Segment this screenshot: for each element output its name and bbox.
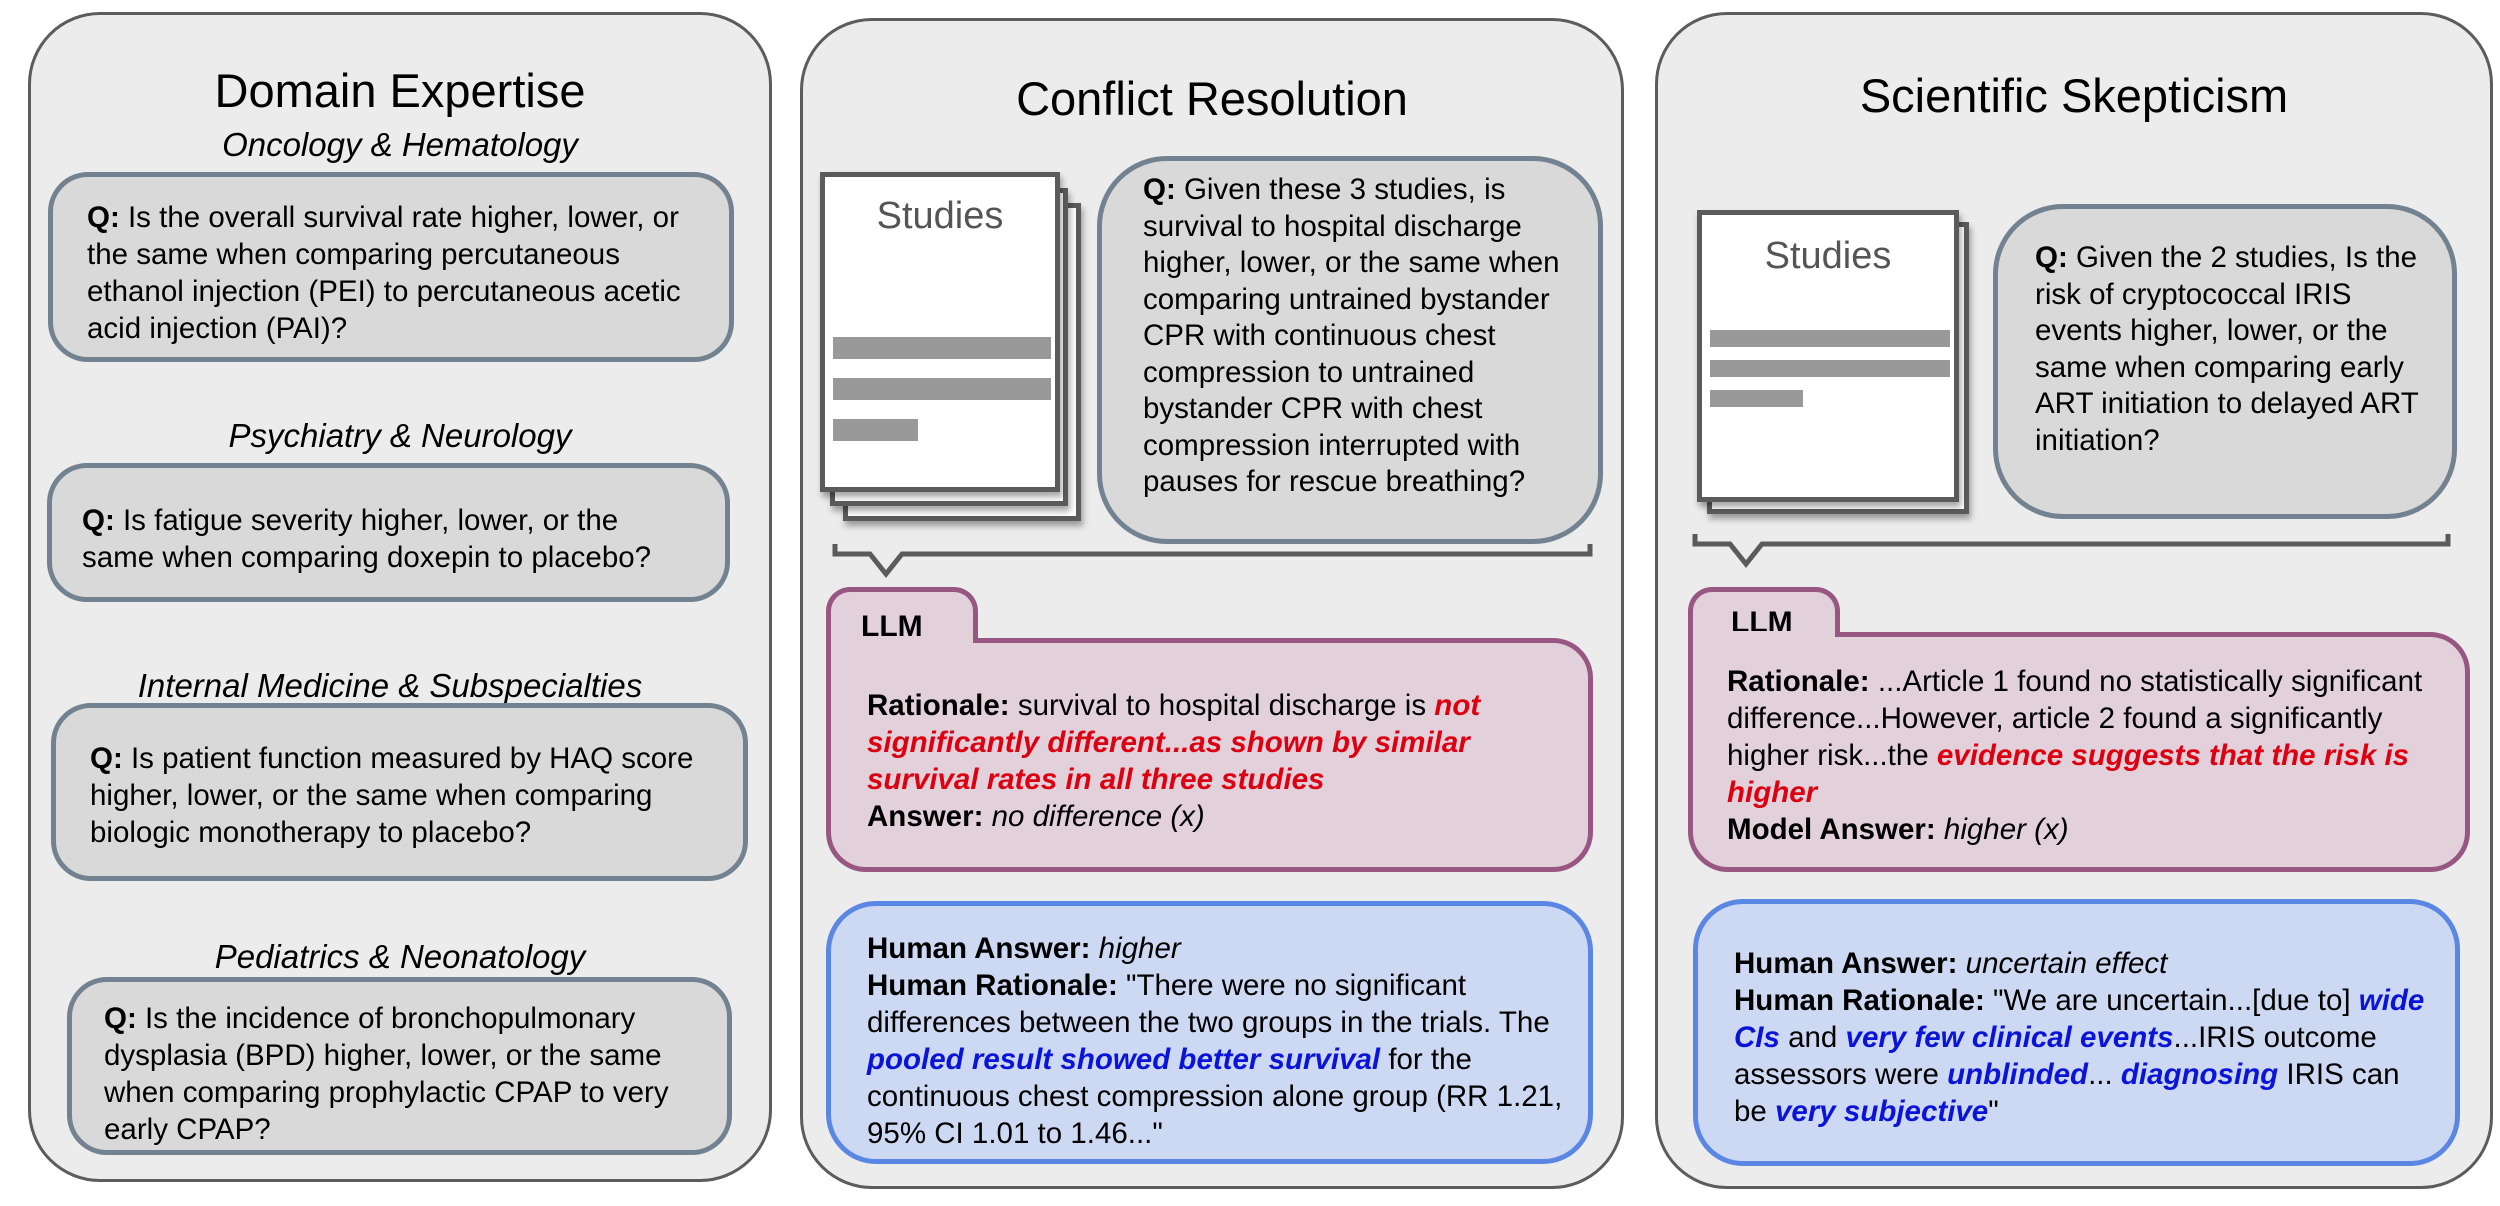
human-response-box: Human Answer: higher Human Rationale: "T… [826,901,1593,1164]
category-psychiatry-neurology: Psychiatry & Neurology [228,417,572,454]
studies-label: Studies [1764,235,1892,277]
human-rationale-highlight: very subjective [1775,1095,1989,1128]
human-answer-value: higher [1098,932,1181,965]
human-rationale-segment: IRIS can be [1734,1058,2400,1128]
studies-document-icon: Studies [820,172,1060,492]
panel-title: Domain Expertise [214,64,586,117]
question-text: Given the 2 studies, Is the risk of cryp… [2035,241,2419,457]
question-text: Is fatigue severity higher, lower, or th… [82,504,652,574]
bracket-pointer-icon [1692,534,2451,569]
llm-tab: LLM [1688,587,1840,639]
human-rationale-highlight: very few clinical events [1845,1021,2174,1054]
human-rationale-text: for the continuous chest compression alo… [867,1043,1563,1150]
llm-response-box: Rationale: ...Article 1 found no statist… [1688,632,2470,872]
category-internal-medicine: Internal Medicine & Subspecialties [137,667,643,704]
panel-title: Scientific Skepticism [1859,69,2289,122]
question-prefix: Q: [82,504,115,537]
document-line [1710,360,1950,377]
human-answer-label: Human Answer: [1734,947,1958,980]
document-line [833,419,918,441]
rationale-label: Rationale: [867,689,1010,722]
answer-value: higher (x) [1943,813,2069,846]
category-pediatrics-neonatology: Pediatrics & Neonatology [214,938,586,975]
answer-label: Model Answer: [1727,813,1936,846]
llm-response-box: Rationale: survival to hospital discharg… [826,638,1593,872]
question-box: Q: Is fatigue severity higher, lower, or… [47,463,730,602]
question-prefix: Q: [2035,241,2068,274]
human-response-text: Human Answer: higher Human Rationale: "T… [867,930,1567,1152]
question-prefix: Q: [90,742,123,775]
question-text: Is patient function measured by HAQ scor… [90,742,694,849]
human-rationale-text: "We are uncertain...[due to] wide CIs an… [1734,984,2424,1128]
panel-title: Conflict Resolution [1016,72,1408,125]
human-rationale-label: Human Rationale: [1734,984,1985,1017]
question-box: Q: Is the overall survival rate higher, … [48,172,734,362]
llm-response-text: Rationale: survival to hospital discharg… [867,687,1567,835]
human-rationale-segment: ... [2088,1058,2121,1091]
llm-response-text: Rationale: ...Article 1 found no statist… [1727,663,2457,848]
rationale-highlight: evidence suggests that the risk is highe… [1727,739,2410,809]
rationale-text: survival to hospital discharge is [1017,689,1427,722]
human-rationale-segment: ...IRIS outcome assessors were [1734,1021,2377,1091]
document-line [833,378,1051,400]
human-rationale-highlight: unblinded [1947,1058,2089,1091]
human-response-text: Human Answer: uncertain effect Human Rat… [1734,945,2434,1130]
human-response-box: Human Answer: uncertain effect Human Rat… [1693,899,2460,1166]
question-box: Q: Is patient function measured by HAQ s… [51,703,748,881]
question-bubble: Q: Given the 2 studies, Is the risk of c… [1993,204,2457,519]
studies-document-icon: Studies [1697,210,1959,502]
studies-label: Studies [876,195,1004,237]
question-prefix: Q: [104,1002,137,1035]
human-rationale-text: "There were no significant differences b… [867,969,1550,1039]
human-rationale-segment: " [1988,1095,1999,1128]
human-answer-value: uncertain effect [1965,947,2168,980]
human-answer-label: Human Answer: [867,932,1091,965]
document-line [1710,390,1803,407]
question-prefix: Q: [87,201,120,234]
rationale-highlight: not significantly different...as shown b… [867,689,1481,796]
tab-joint [1693,631,1835,637]
question-text: Given these 3 studies, is survival to ho… [1143,173,1560,498]
llm-tab: LLM [826,587,978,643]
rationale-label: Rationale: [1727,665,1870,698]
answer-label: Answer: [867,800,984,833]
human-rationale-segment: and [1779,1021,1846,1054]
question-text: Is the incidence of bronchopulmonary dys… [104,1002,669,1146]
question-box: Q: Is the incidence of bronchopulmonary … [67,977,732,1155]
tab-joint [831,637,973,643]
human-rationale-highlight: pooled result showed better survival [867,1043,1381,1076]
answer-value: no difference (x) [991,800,1205,833]
question-text: Is the overall survival rate higher, low… [87,201,681,345]
category-oncology-hematology: Oncology & Hematology [222,126,578,163]
human-rationale-highlight: wide CIs [1734,984,2425,1054]
human-rationale-segment: "We are uncertain...[due to] [1992,984,2359,1017]
question-prefix: Q: [1143,173,1176,206]
human-rationale-label: Human Rationale: [867,969,1118,1002]
human-rationale-highlight: diagnosing [2120,1058,2279,1091]
rationale-text: ...Article 1 found no statistically sign… [1727,665,2423,772]
document-line [833,337,1051,359]
document-line [1710,330,1950,347]
question-bubble: Q: Given these 3 studies, is survival to… [1097,156,1603,544]
bracket-pointer-icon [832,544,1593,579]
